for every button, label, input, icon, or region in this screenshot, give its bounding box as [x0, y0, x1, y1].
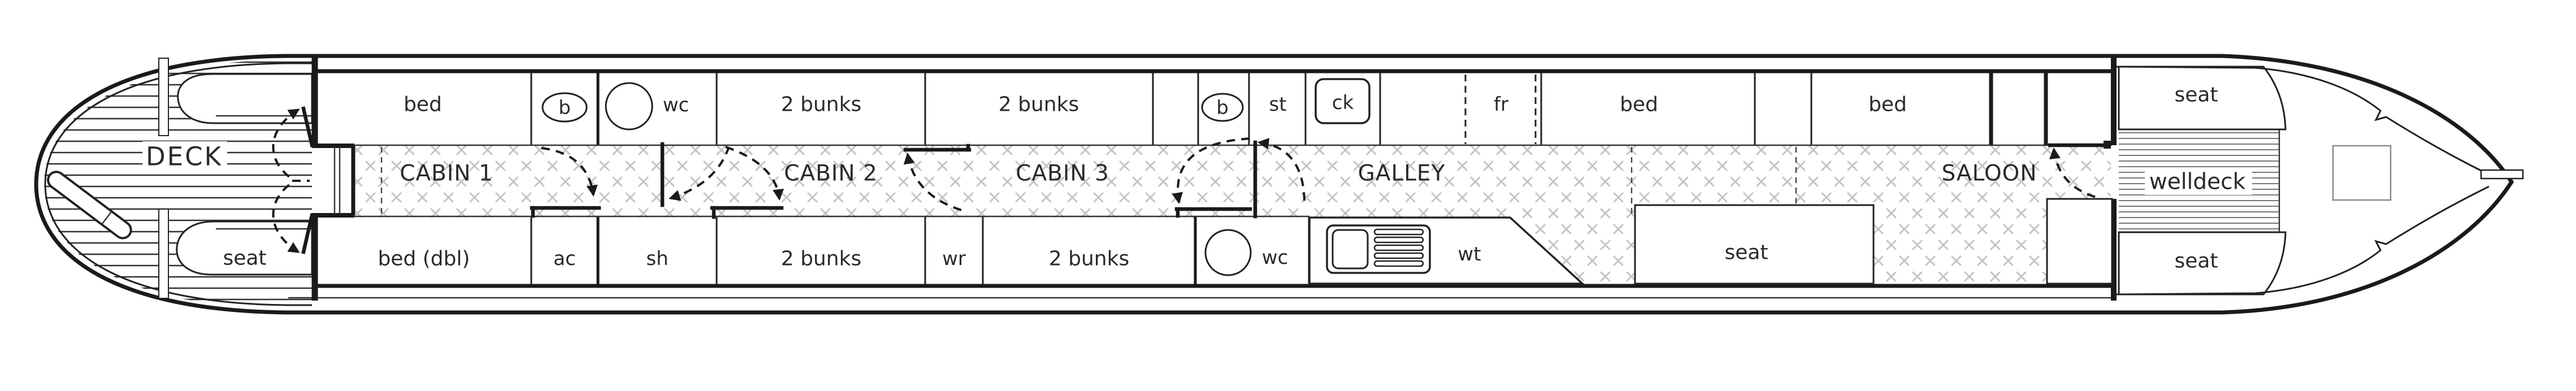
- entry-vestibule: [318, 147, 353, 214]
- cabin1-wc-label: wc: [663, 94, 689, 116]
- galley-bed-label: bed: [1620, 93, 1658, 116]
- basin-icon-cabin1: [541, 92, 588, 123]
- welldeck-label-halo: [2145, 169, 2252, 195]
- cabin2-wardrobe-label: wr: [942, 247, 966, 270]
- cabin1-bed-dbl-label: bed (dbl): [378, 247, 470, 271]
- cabin3-cooker-label: ck: [1332, 92, 1354, 114]
- stern-door-swing-bottom: [272, 180, 300, 253]
- stern-seat-top: [177, 73, 313, 124]
- bow-locker: [2332, 145, 2392, 201]
- cabin2-bunks-bottom-label: 2 bunks: [781, 247, 861, 271]
- cabin3-door-swing: [903, 153, 966, 212]
- galley-seat: [1634, 204, 1875, 285]
- fixtures: [541, 78, 1371, 276]
- saloon-bed-label: bed: [1868, 93, 1907, 116]
- wc-door-swing: [1257, 138, 1306, 207]
- galley-seat-label: seat: [1724, 241, 1768, 264]
- galley-wc-label: wc: [1262, 246, 1289, 269]
- bow-stem-fender: [2480, 169, 2524, 180]
- cabin2-bunks-top-label: 2 bunks: [781, 93, 861, 116]
- welldeck-area: [2116, 66, 2524, 296]
- cabin3-basin-label: b: [1216, 97, 1229, 119]
- stern-deck: DECK seat: [44, 58, 313, 309]
- stern-deck-label: DECK: [146, 142, 223, 172]
- galley-wt-label: wt: [1458, 243, 1481, 266]
- toilet-icon-galley: [1204, 229, 1252, 276]
- cabin1-bed-label: bed: [404, 93, 442, 116]
- deck-label-halo: [142, 141, 227, 172]
- cabin2-label: CABIN 2: [784, 161, 878, 186]
- cabin1-door-swing: [541, 147, 598, 197]
- stern-side-hatch-top: [158, 58, 169, 136]
- bow-seat-top: [2118, 66, 2287, 131]
- bow-seat-bottom: [2118, 231, 2287, 296]
- toilet-icon-cabin1: [605, 82, 653, 131]
- cabin1-ac-label: ac: [553, 247, 576, 270]
- labels: bed b wc CABIN 1 bed (dbl) ac sh 2 bunks…: [378, 84, 2245, 273]
- saloon-door-swing: [2049, 147, 2101, 199]
- basin-icon-cabin3: [1201, 93, 1244, 122]
- cabin1-label: CABIN 1: [400, 161, 493, 186]
- cabin3-exit-door-swing: [1172, 137, 1253, 204]
- cabin1-basin-label: b: [558, 97, 571, 119]
- sink-icon: [1326, 224, 1431, 274]
- stern-seat-label: seat: [223, 247, 266, 270]
- bow-seat-top-label: seat: [2174, 84, 2218, 107]
- galley-label: GALLEY: [1358, 161, 1446, 186]
- cabin3-storage-label: st: [1269, 93, 1286, 116]
- cabin2-door-swing-b: [725, 146, 784, 201]
- bow-gunwale-bottom: [2116, 185, 2490, 296]
- stern-door-swing-top: [272, 108, 300, 181]
- corridor-floor: [355, 145, 2111, 284]
- cooker-icon: [1315, 78, 1371, 124]
- cabin3-label: CABIN 3: [1016, 161, 1109, 186]
- galley-units: [1308, 198, 2113, 285]
- stern-door-leaf-top: [301, 106, 314, 147]
- galley-fridge-label: fr: [1494, 93, 1508, 116]
- cabin3-bunks-top-label: 2 bunks: [999, 93, 1079, 116]
- stern-seat-bottom: [176, 220, 313, 276]
- stern-door-leaf-bottom: [301, 213, 314, 254]
- doors: [272, 106, 2111, 254]
- welldeck-label: welldeck: [2149, 170, 2246, 195]
- bow-seat-bottom-label: seat: [2174, 250, 2218, 273]
- bow-gunwale-top: [2116, 66, 2490, 176]
- saloon-label: SALOON: [1941, 161, 2037, 186]
- tiller: [47, 171, 132, 240]
- cabin1-shower-label: sh: [646, 247, 668, 270]
- stern-side-hatch-bottom: [158, 208, 169, 299]
- cabin3-bunks-bottom-label: 2 bunks: [1049, 247, 1129, 271]
- saloon-steps: [2046, 198, 2113, 285]
